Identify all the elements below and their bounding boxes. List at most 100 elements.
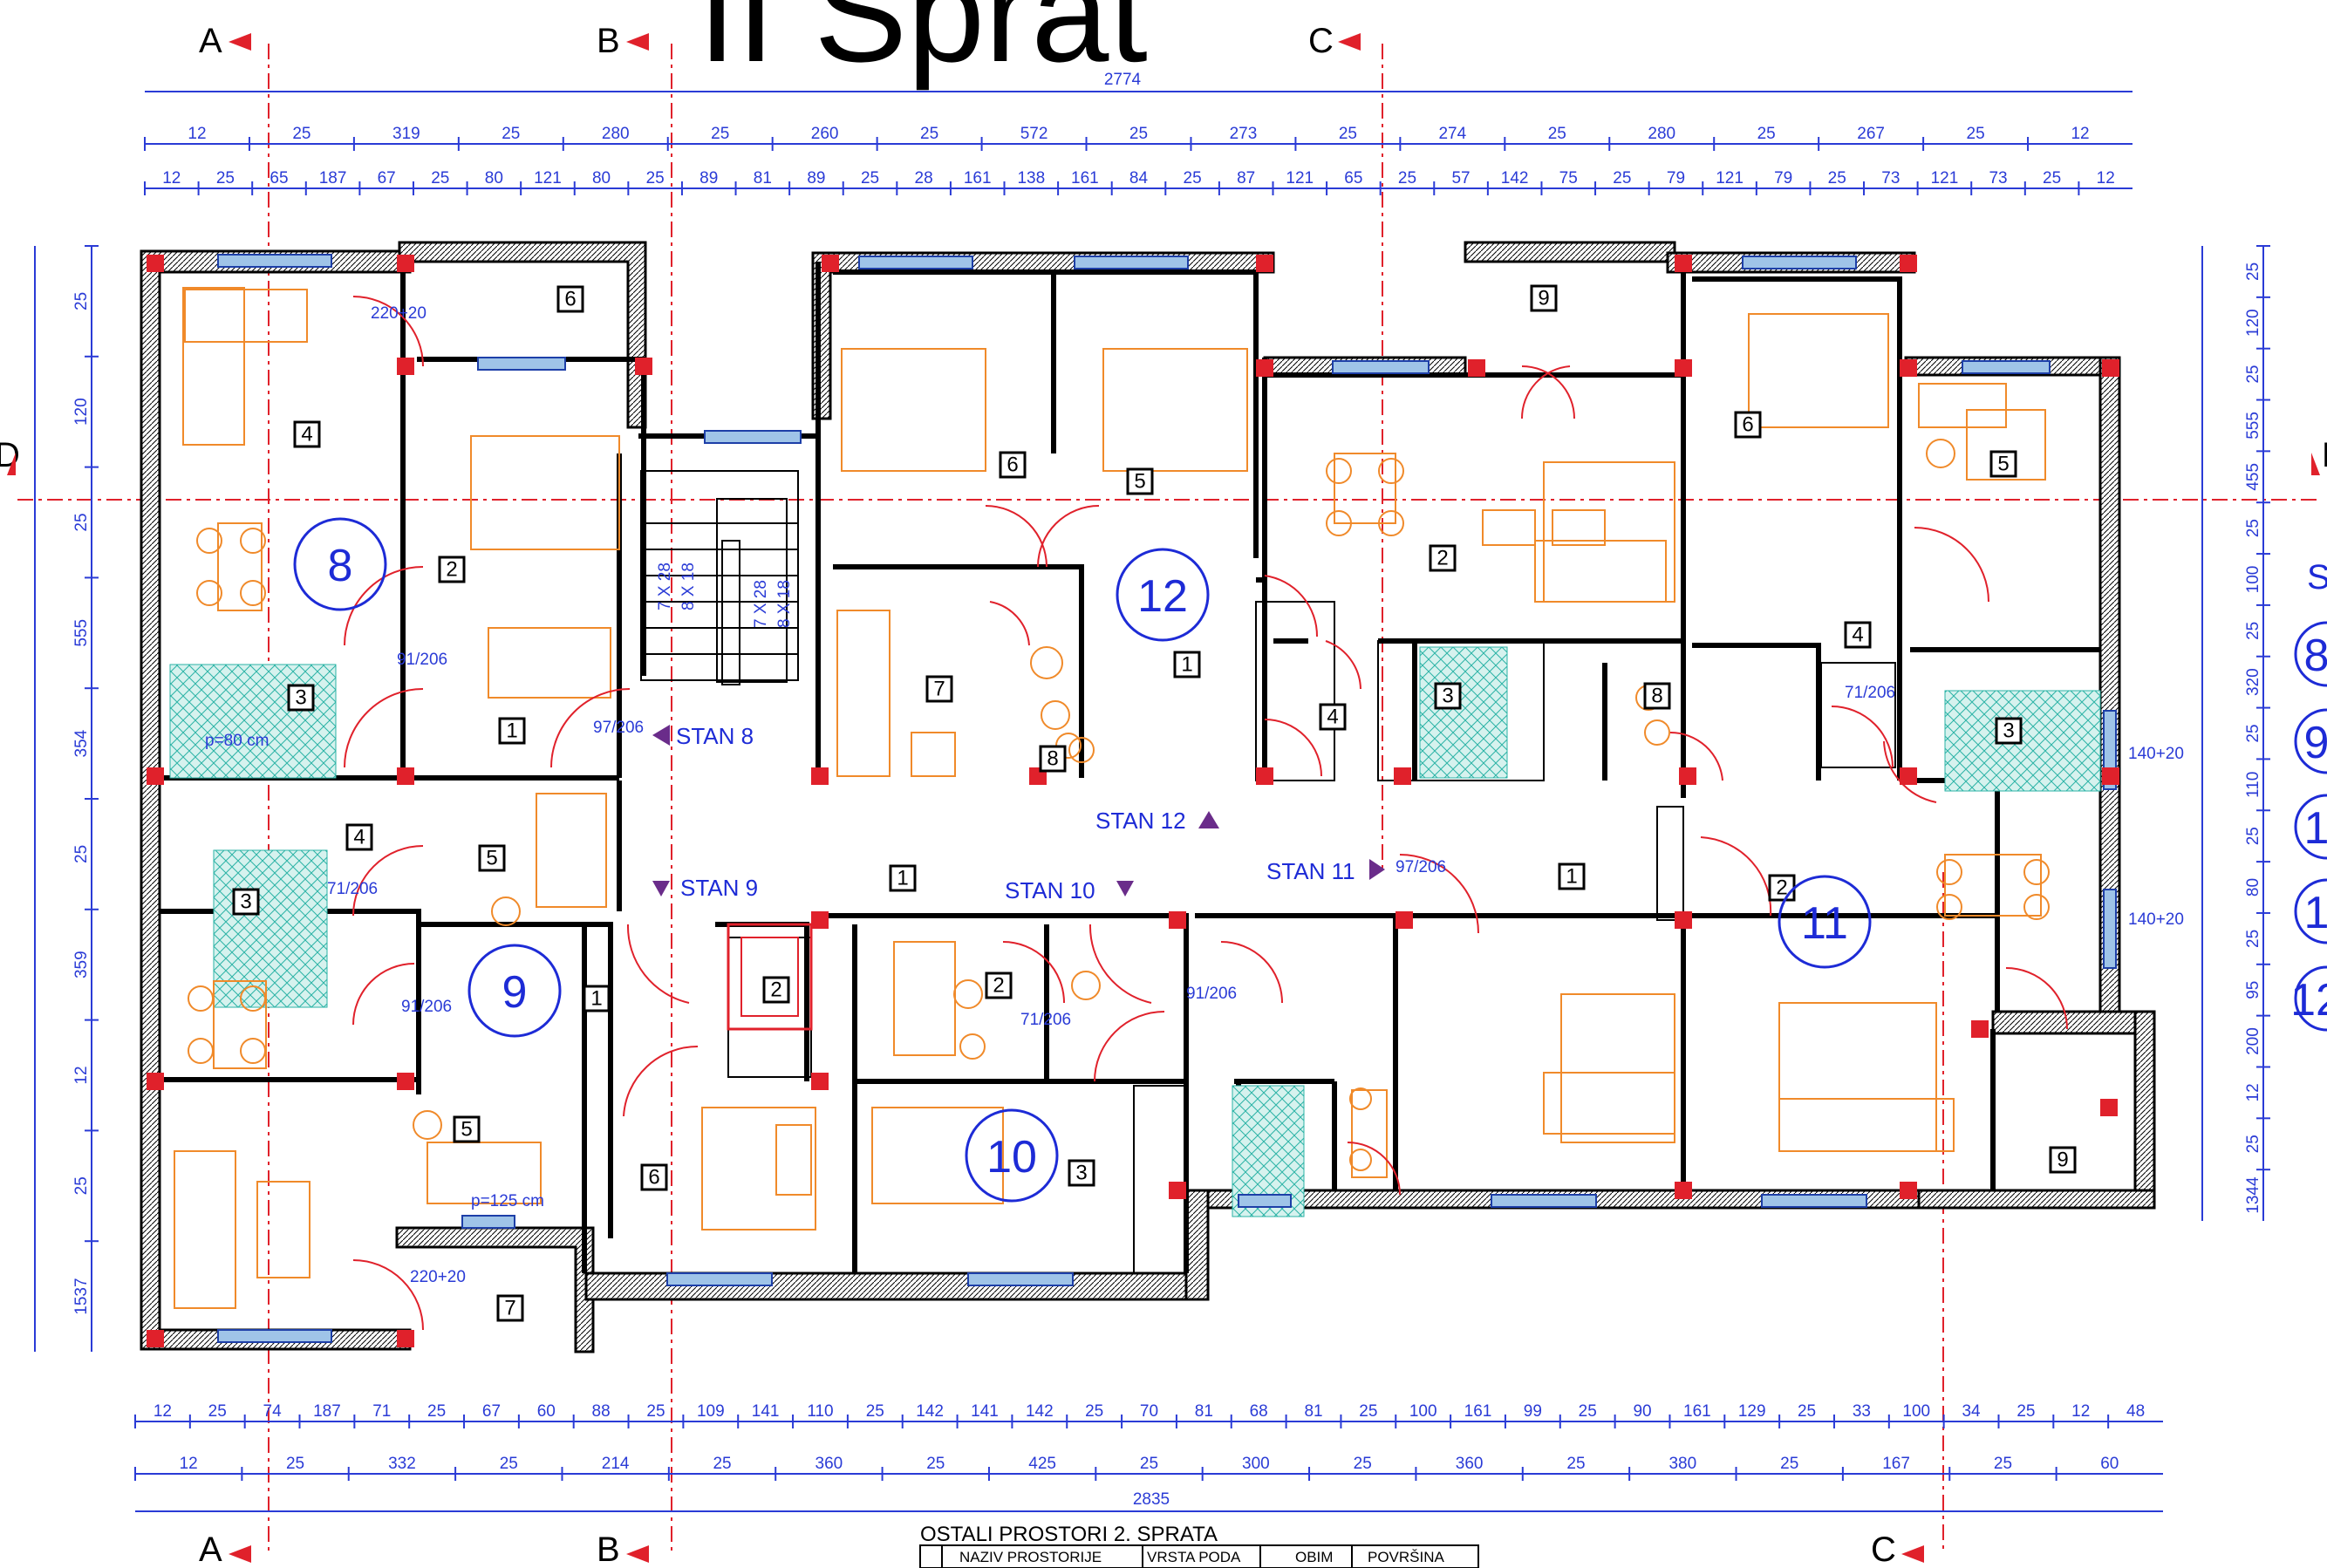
dim-top-row2-34: 73	[1989, 169, 2007, 187]
dim-top-row1-1: 25	[292, 125, 310, 143]
table-title: OSTALI PROSTORI 2. SPRATA	[920, 1523, 1218, 1546]
dim-left-3: 555	[72, 619, 91, 647]
dim-top-row2-27: 25	[1613, 169, 1631, 187]
dim-bottom-row1-0: 12	[154, 1402, 172, 1421]
dim-top-row2-31: 25	[1828, 169, 1846, 187]
room-number-a12-1: 5	[1126, 467, 1154, 495]
dim-bottom-row2-10: 300	[1242, 1455, 1270, 1473]
dim-right-3: 555	[2244, 412, 2262, 440]
dim-left-7: 12	[72, 1066, 91, 1084]
dim-top-row2-17: 161	[1071, 169, 1099, 187]
dim-bottom-row1-27: 90	[1633, 1402, 1651, 1421]
svg-text:12: 12	[2290, 975, 2327, 1026]
room-number-a8-2: 3	[287, 684, 315, 712]
dim-top-row2-0: 12	[162, 169, 181, 187]
dim-bottom-row2-8: 425	[1028, 1455, 1056, 1473]
dim-right-12: 80	[2244, 878, 2262, 896]
plan-title: II Sprat	[698, 0, 1148, 91]
room-number-a9-6: 7	[496, 1294, 524, 1322]
dim-bottom-row1-16: 142	[1026, 1402, 1054, 1421]
svg-text:p=80 cm: p=80 cm	[205, 732, 269, 750]
dim-top-row2-6: 80	[485, 169, 503, 187]
inner-dimension-labels: p=80 cm p=125 cm 91/206 97/206 71/206 91…	[205, 304, 2184, 1286]
svg-text:4: 4	[301, 423, 312, 447]
room-number-a9-3: 1	[583, 985, 611, 1012]
svg-text:140+20: 140+20	[2128, 910, 2184, 929]
svg-text:2: 2	[446, 558, 457, 582]
room-number-a8-1: 2	[438, 556, 466, 583]
dim-top-row1-4: 280	[602, 125, 630, 143]
kitchen-tiles	[169, 646, 2101, 1217]
dim-bottom-row1-5: 25	[427, 1402, 446, 1421]
svg-text:8 X 18: 8 X 18	[679, 562, 698, 610]
svg-text:5: 5	[1997, 453, 2009, 476]
svg-text:8: 8	[2304, 631, 2327, 681]
dim-right-7: 25	[2244, 622, 2262, 640]
dim-bottom-row2-5: 25	[713, 1455, 731, 1473]
furniture	[174, 287, 2050, 1309]
rooms-table: OSTALI PROSTORI 2. SPRATA NAZIV PROSTORI…	[919, 1523, 1479, 1568]
dim-top-row2-36: 12	[2097, 169, 2115, 187]
dim-left-8: 25	[72, 1176, 91, 1195]
dim-bottom-row1-28: 161	[1683, 1402, 1711, 1421]
room-numbers: 4231635412571223612345696578123489	[232, 284, 2077, 1322]
right-dimensions: 2512025555455251002532025110258025952001…	[2201, 245, 2270, 1221]
svg-text:91/206: 91/206	[401, 998, 452, 1016]
svg-text:1: 1	[897, 867, 908, 890]
apartment-number-3: 11	[1801, 898, 1848, 949]
svg-text:2: 2	[770, 978, 781, 1002]
stan-9-label: STAN 9	[680, 875, 758, 901]
dim-right-2: 25	[2244, 365, 2262, 384]
room-number-a9-5: 5	[453, 1115, 481, 1143]
dim-top-row2-33: 121	[1931, 169, 1959, 187]
dim-right-16: 12	[2244, 1083, 2262, 1101]
dim-top-row1-16: 267	[1857, 125, 1885, 143]
dim-top-row2-5: 25	[431, 169, 449, 187]
svg-text:2: 2	[1776, 876, 1787, 900]
dim-bottom-row2-11: 25	[1354, 1455, 1372, 1473]
room-number-a12-3: 8	[1039, 745, 1067, 773]
svg-text:8: 8	[1047, 747, 1058, 771]
dim-top-row2-35: 25	[2043, 169, 2061, 187]
dim-top-row2-15: 161	[964, 169, 992, 187]
svg-text:1: 1	[506, 719, 517, 743]
svg-text:3: 3	[295, 686, 306, 710]
svg-text:p=125 cm: p=125 cm	[471, 1192, 544, 1210]
windows	[217, 254, 2117, 1343]
dim-top-row2-2: 65	[270, 169, 288, 187]
svg-text:8: 8	[1651, 685, 1662, 708]
room-number-a11-5: 6	[1734, 411, 1762, 439]
dim-top-row1-13: 25	[1548, 125, 1566, 143]
dim-bottom-row2-16: 167	[1882, 1455, 1910, 1473]
svg-text:3: 3	[240, 890, 251, 914]
dim-top-row2-3: 187	[319, 169, 347, 187]
apartment-circle-4	[1116, 548, 1210, 642]
svg-text:7 X 28: 7 X 28	[752, 580, 770, 628]
apartment-number-2: 10	[986, 1132, 1037, 1183]
dim-bottom-row1-8: 88	[592, 1402, 611, 1421]
elevator	[727, 923, 813, 1031]
dim-right-17: 25	[2244, 1135, 2262, 1153]
dim-right-9: 25	[2244, 724, 2262, 742]
svg-text:71/206: 71/206	[1845, 684, 1895, 702]
dim-bottom-row1-11: 141	[752, 1402, 780, 1421]
section-d-right: D	[2322, 436, 2327, 474]
svg-text:4: 4	[1852, 624, 1863, 647]
svg-text:3: 3	[2003, 719, 2014, 743]
dim-top-row1-0: 12	[188, 125, 206, 143]
stan-12-label: STAN 12	[1095, 808, 1186, 834]
svg-text:91/206: 91/206	[1186, 985, 1237, 1003]
dim-right-11: 25	[2244, 827, 2262, 845]
svg-text:1: 1	[2304, 888, 2327, 938]
svg-text:4: 4	[353, 826, 365, 849]
section-b-bottom: B	[597, 1531, 620, 1568]
dim-top-row2-24: 57	[1451, 169, 1470, 187]
svg-text:9: 9	[2057, 1149, 2068, 1172]
dim-right-14: 95	[2244, 981, 2262, 999]
room-number-a12-2: 7	[925, 675, 953, 703]
svg-text:220+20: 220+20	[371, 304, 427, 323]
room-number-a8-0: 4	[293, 420, 321, 448]
svg-text:97/206: 97/206	[593, 719, 644, 737]
